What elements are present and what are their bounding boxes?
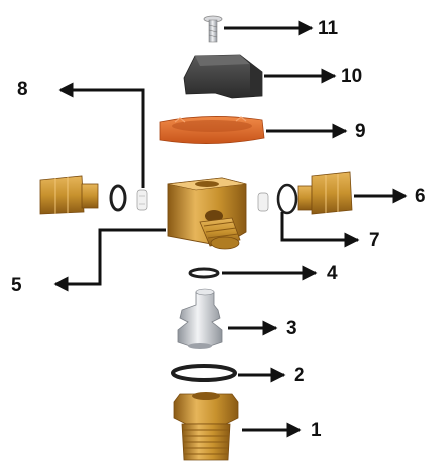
callout-3: 3 [286,318,297,339]
callout-2: 2 [294,365,305,386]
part-screw [203,15,223,43]
part-right-nut [297,171,353,215]
part-stem [177,288,223,349]
part-right-oring [276,183,298,215]
part-left-oring [109,184,127,212]
part-large-oring [171,364,237,382]
callout-11: 11 [318,18,339,39]
arrow-5 [53,228,166,292]
part-valve-body [167,177,247,250]
part-orange-ring [159,116,265,144]
arrow-8 [58,82,145,188]
callout-5: 5 [11,275,22,296]
callout-6: 6 [415,186,426,207]
callout-7: 7 [369,230,380,251]
callout-9: 9 [355,121,366,142]
callout-4: 4 [327,263,338,284]
part-right-insert [257,192,269,212]
part-small-oring [188,267,220,279]
callout-1: 1 [311,420,322,441]
callout-10: 10 [341,66,363,87]
part-handle-cap [183,54,263,99]
part-left-insert [136,189,148,211]
callout-8: 8 [17,79,28,100]
part-left-nut [39,175,99,215]
leader-lines [53,20,408,438]
part-threaded-base [173,392,239,461]
arrow-7 [280,212,360,248]
